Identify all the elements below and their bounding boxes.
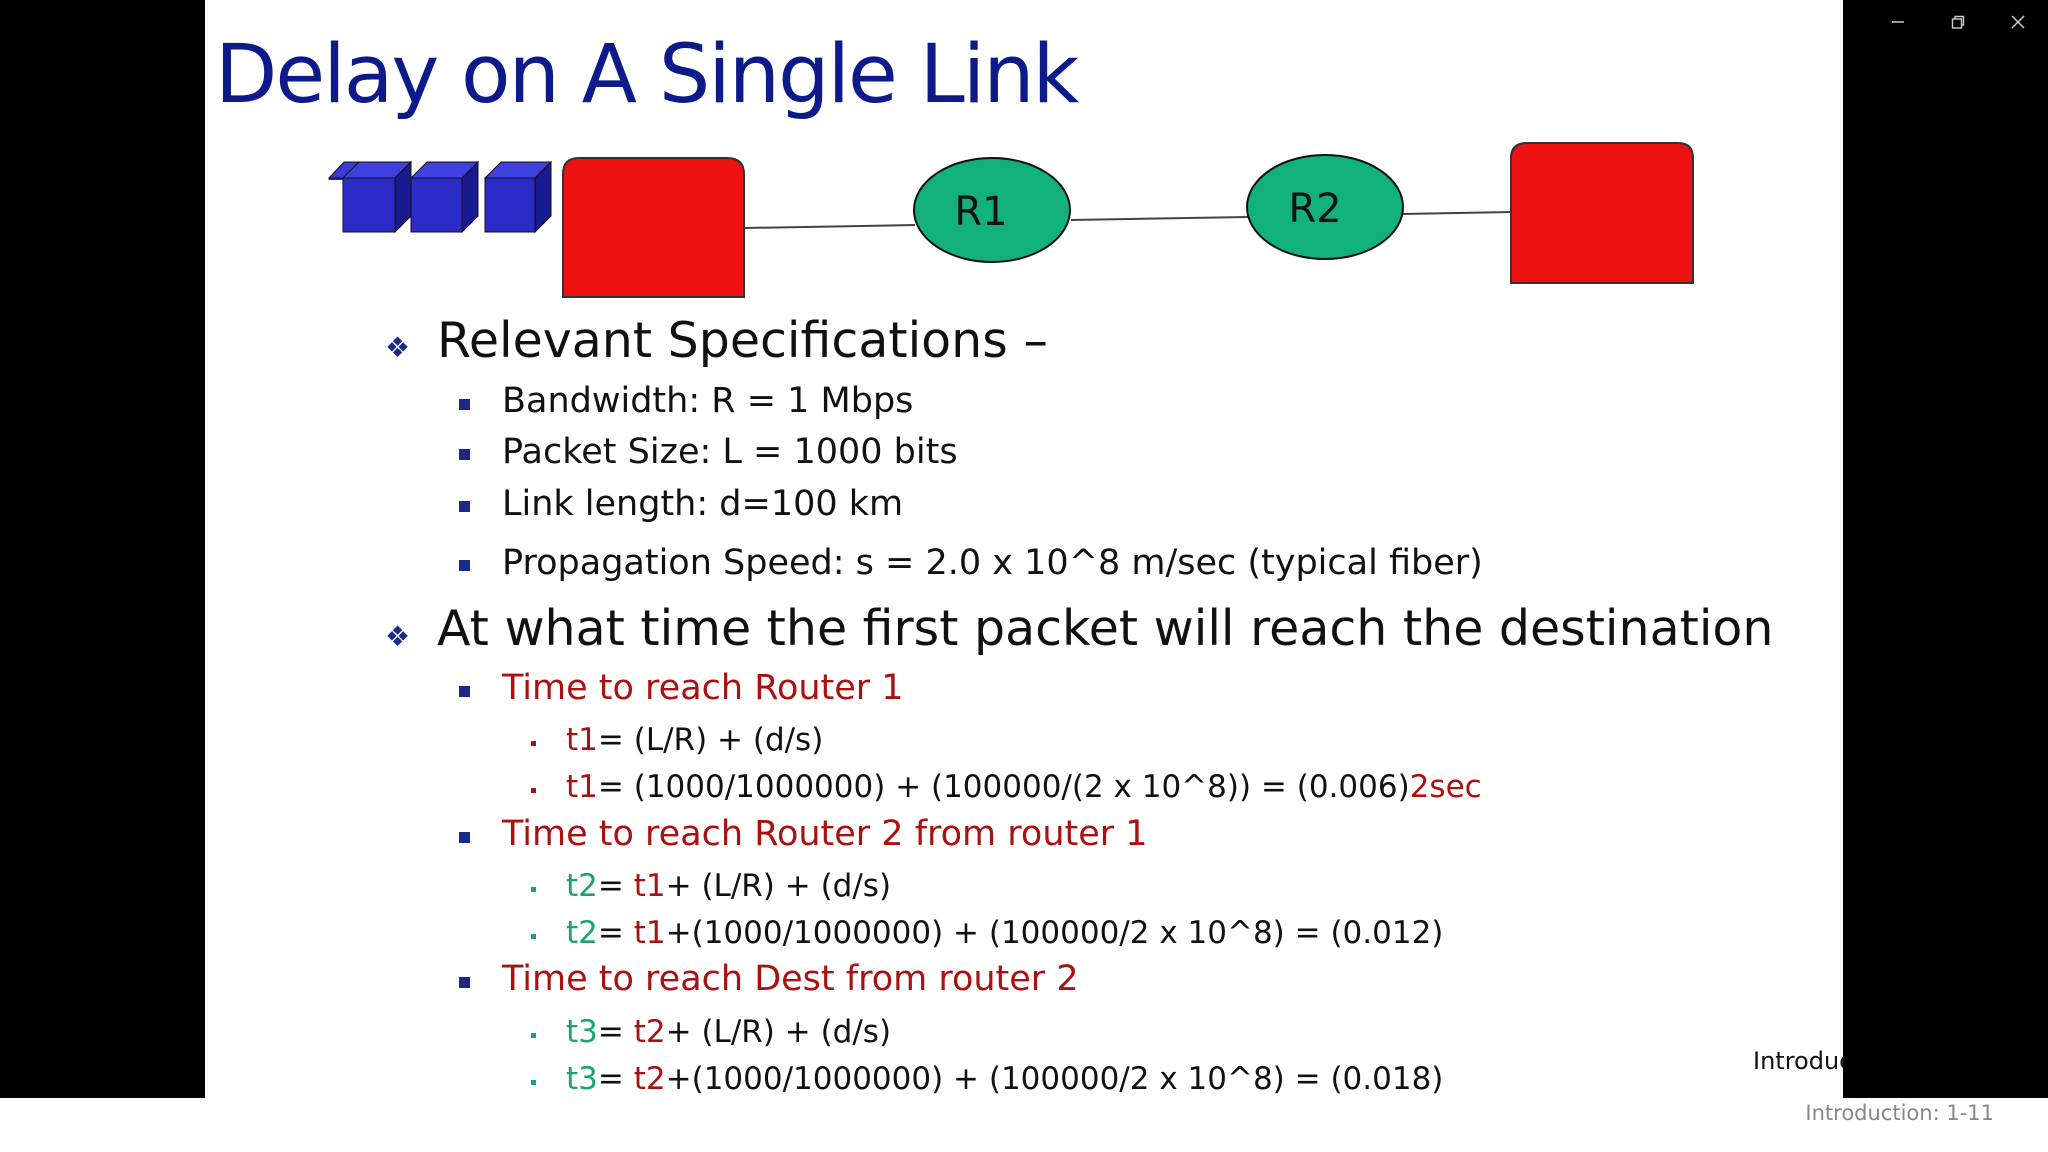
square-bullet-icon [459, 832, 470, 843]
link-r2-dest [1402, 211, 1513, 215]
formula-t3: t3= t2+ (L/R) + (d/s) [566, 1014, 892, 1050]
dot-bullet-icon [531, 934, 536, 939]
dot-bullet-icon [531, 741, 536, 746]
footer-slide-number: Introduction: 1-11 [1805, 1101, 1994, 1125]
formula-t3-value: t3= t2+(1000/1000000) + (100000/2 x 10^8… [566, 1061, 1444, 1097]
spec-item: Propagation Speed: s = 2.0 x 10^8 m/sec … [502, 543, 1483, 583]
link-host-r1 [744, 224, 916, 229]
router-r1: R1 [913, 157, 1071, 263]
spec-item: Packet Size: L = 1000 bits [502, 432, 958, 472]
dest-label: Time to reach Dest from router 2 [502, 959, 1079, 999]
formula-t2-value: t2= t1+(1000/1000000) + (100000/2 x 10^8… [566, 915, 1444, 951]
minimize-icon [1892, 21, 1904, 23]
window-controls [1868, 0, 2048, 44]
dot-bullet-icon [531, 1033, 536, 1038]
packet-3 [483, 160, 553, 234]
slide: Delay on A Single Link [205, 0, 1843, 1098]
diamond-bullet-icon: ❖ [385, 332, 411, 363]
slide-body: ❖ Relevant Specifications – Bandwidth: R… [205, 0, 1843, 1098]
close-button[interactable] [1988, 0, 2048, 44]
restore-button[interactable] [1928, 0, 1988, 44]
restore-icon [1951, 15, 1965, 29]
square-bullet-icon [459, 501, 470, 512]
router2-label: Time to reach Router 2 from router 1 [502, 814, 1148, 854]
link-r1-r2 [1070, 216, 1249, 221]
dot-bullet-icon [531, 788, 536, 793]
spec-item: Link length: d=100 km [502, 484, 904, 524]
formula-t1-value: t1= (1000/1000000) + (100000/(2 x 10^8))… [566, 769, 1482, 805]
square-bullet-icon [459, 560, 470, 571]
router-r2: R2 [1246, 154, 1404, 260]
section-heading: Relevant Specifications – [437, 312, 1048, 369]
square-bullet-icon [459, 686, 470, 697]
dot-bullet-icon [531, 1080, 536, 1085]
network-diagram: R1 R2 [327, 142, 1694, 298]
square-bullet-icon [459, 399, 470, 410]
router-r1-label: R1 [954, 189, 1007, 235]
packet-2 [409, 160, 480, 234]
footer-bar [0, 1098, 2048, 1152]
router-r2-label: R2 [1288, 186, 1341, 232]
destination-host [1510, 142, 1694, 284]
minimize-button[interactable] [1868, 0, 1928, 44]
dot-bullet-icon [531, 887, 536, 892]
router1-label: Time to reach Router 1 [502, 668, 904, 708]
source-host [562, 157, 745, 298]
spec-item: Bandwidth: R = 1 Mbps [502, 381, 914, 421]
square-bullet-icon [459, 977, 470, 988]
diamond-bullet-icon: ❖ [385, 621, 411, 652]
slide-corner-label: Introduc [1753, 1047, 1843, 1075]
slide-title: Delay on A Single Link [215, 28, 1079, 122]
formula-t1: t1= (L/R) + (d/s) [566, 722, 824, 758]
question-heading: At what time the first packet will reach… [437, 600, 1774, 657]
formula-t2: t2= t1+ (L/R) + (d/s) [566, 868, 892, 904]
close-icon [2011, 15, 2025, 29]
square-bullet-icon [459, 449, 470, 460]
